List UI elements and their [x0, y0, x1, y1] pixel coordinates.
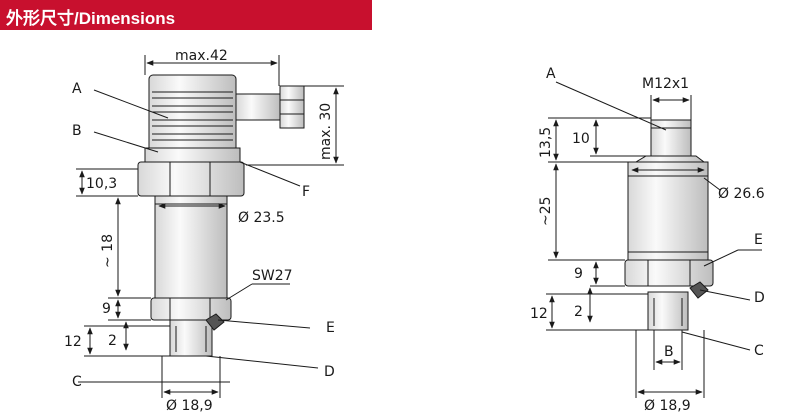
right-dim-height-2: 2 — [574, 304, 583, 320]
right-hex — [624, 259, 714, 287]
left-sensor-drawing — [76, 55, 344, 398]
left-dim-diam-bottom: Ø 18,9 — [166, 398, 213, 414]
left-label-B: B — [72, 123, 82, 139]
left-label-D: D — [324, 364, 335, 380]
right-body — [627, 161, 709, 261]
right-sensor-drawing — [546, 81, 762, 398]
left-connector-head — [144, 74, 241, 163]
right-dim-height-9: 9 — [574, 266, 583, 282]
header-bar: 外形尺寸/Dimensions — [0, 0, 372, 30]
right-dim-height-25: ~25 — [538, 196, 554, 226]
left-top-hex — [137, 161, 245, 197]
right-dim-height-10: 10 — [572, 131, 590, 147]
left-dim-width-top: max.42 — [175, 48, 228, 64]
right-dim-thread: M12x1 — [642, 76, 689, 92]
right-label-E: E — [754, 232, 763, 248]
right-top-connector — [634, 119, 706, 163]
right-label-B: B — [664, 344, 674, 360]
left-thread — [169, 319, 213, 357]
right-dim-diam-body: Ø 26.6 — [718, 186, 765, 202]
right-dimension-lines — [546, 81, 762, 398]
left-body — [154, 195, 228, 299]
left-dim-height-10-3: 10,3 — [86, 176, 117, 192]
left-seal — [205, 313, 225, 331]
left-callout-labels: A B F E D C — [72, 81, 335, 390]
right-seal — [689, 281, 709, 299]
right-label-D: D — [754, 290, 765, 306]
right-label-A: A — [546, 66, 556, 82]
left-dim-height-18: ~ 18 — [100, 234, 116, 268]
left-dim-height-12: 12 — [64, 334, 82, 350]
left-dim-height-2: 2 — [108, 333, 117, 349]
left-dim-height-9: 9 — [102, 301, 111, 317]
left-label-F: F — [302, 184, 310, 200]
page-title: 外形尺寸/Dimensions — [6, 9, 176, 28]
left-label-E: E — [326, 320, 335, 336]
right-callout-labels: A E D B C — [546, 66, 765, 360]
left-dim-diam-body: Ø 23.5 — [238, 210, 285, 226]
right-dim-height-12: 12 — [530, 306, 548, 322]
left-dim-height-right: max. 30 — [318, 103, 334, 160]
left-dim-hex: SW27 — [252, 268, 293, 284]
left-cable-gland — [235, 85, 305, 148]
left-label-A: A — [72, 81, 82, 97]
right-label-C: C — [754, 343, 764, 359]
left-dimension-texts: max.42 max. 30 10,3 Ø 23.5 ~ 18 SW27 9 1… — [64, 48, 334, 414]
left-label-C: C — [72, 374, 82, 390]
left-dimension-lines — [76, 55, 344, 398]
right-dimension-texts: M12x1 13,5 10 ~25 Ø 26.6 9 12 2 Ø 18,9 — [530, 76, 765, 414]
right-dim-diam-bottom: Ø 18,9 — [644, 398, 691, 414]
right-thread — [647, 291, 689, 331]
right-dim-height-13-5: 13,5 — [538, 127, 554, 158]
